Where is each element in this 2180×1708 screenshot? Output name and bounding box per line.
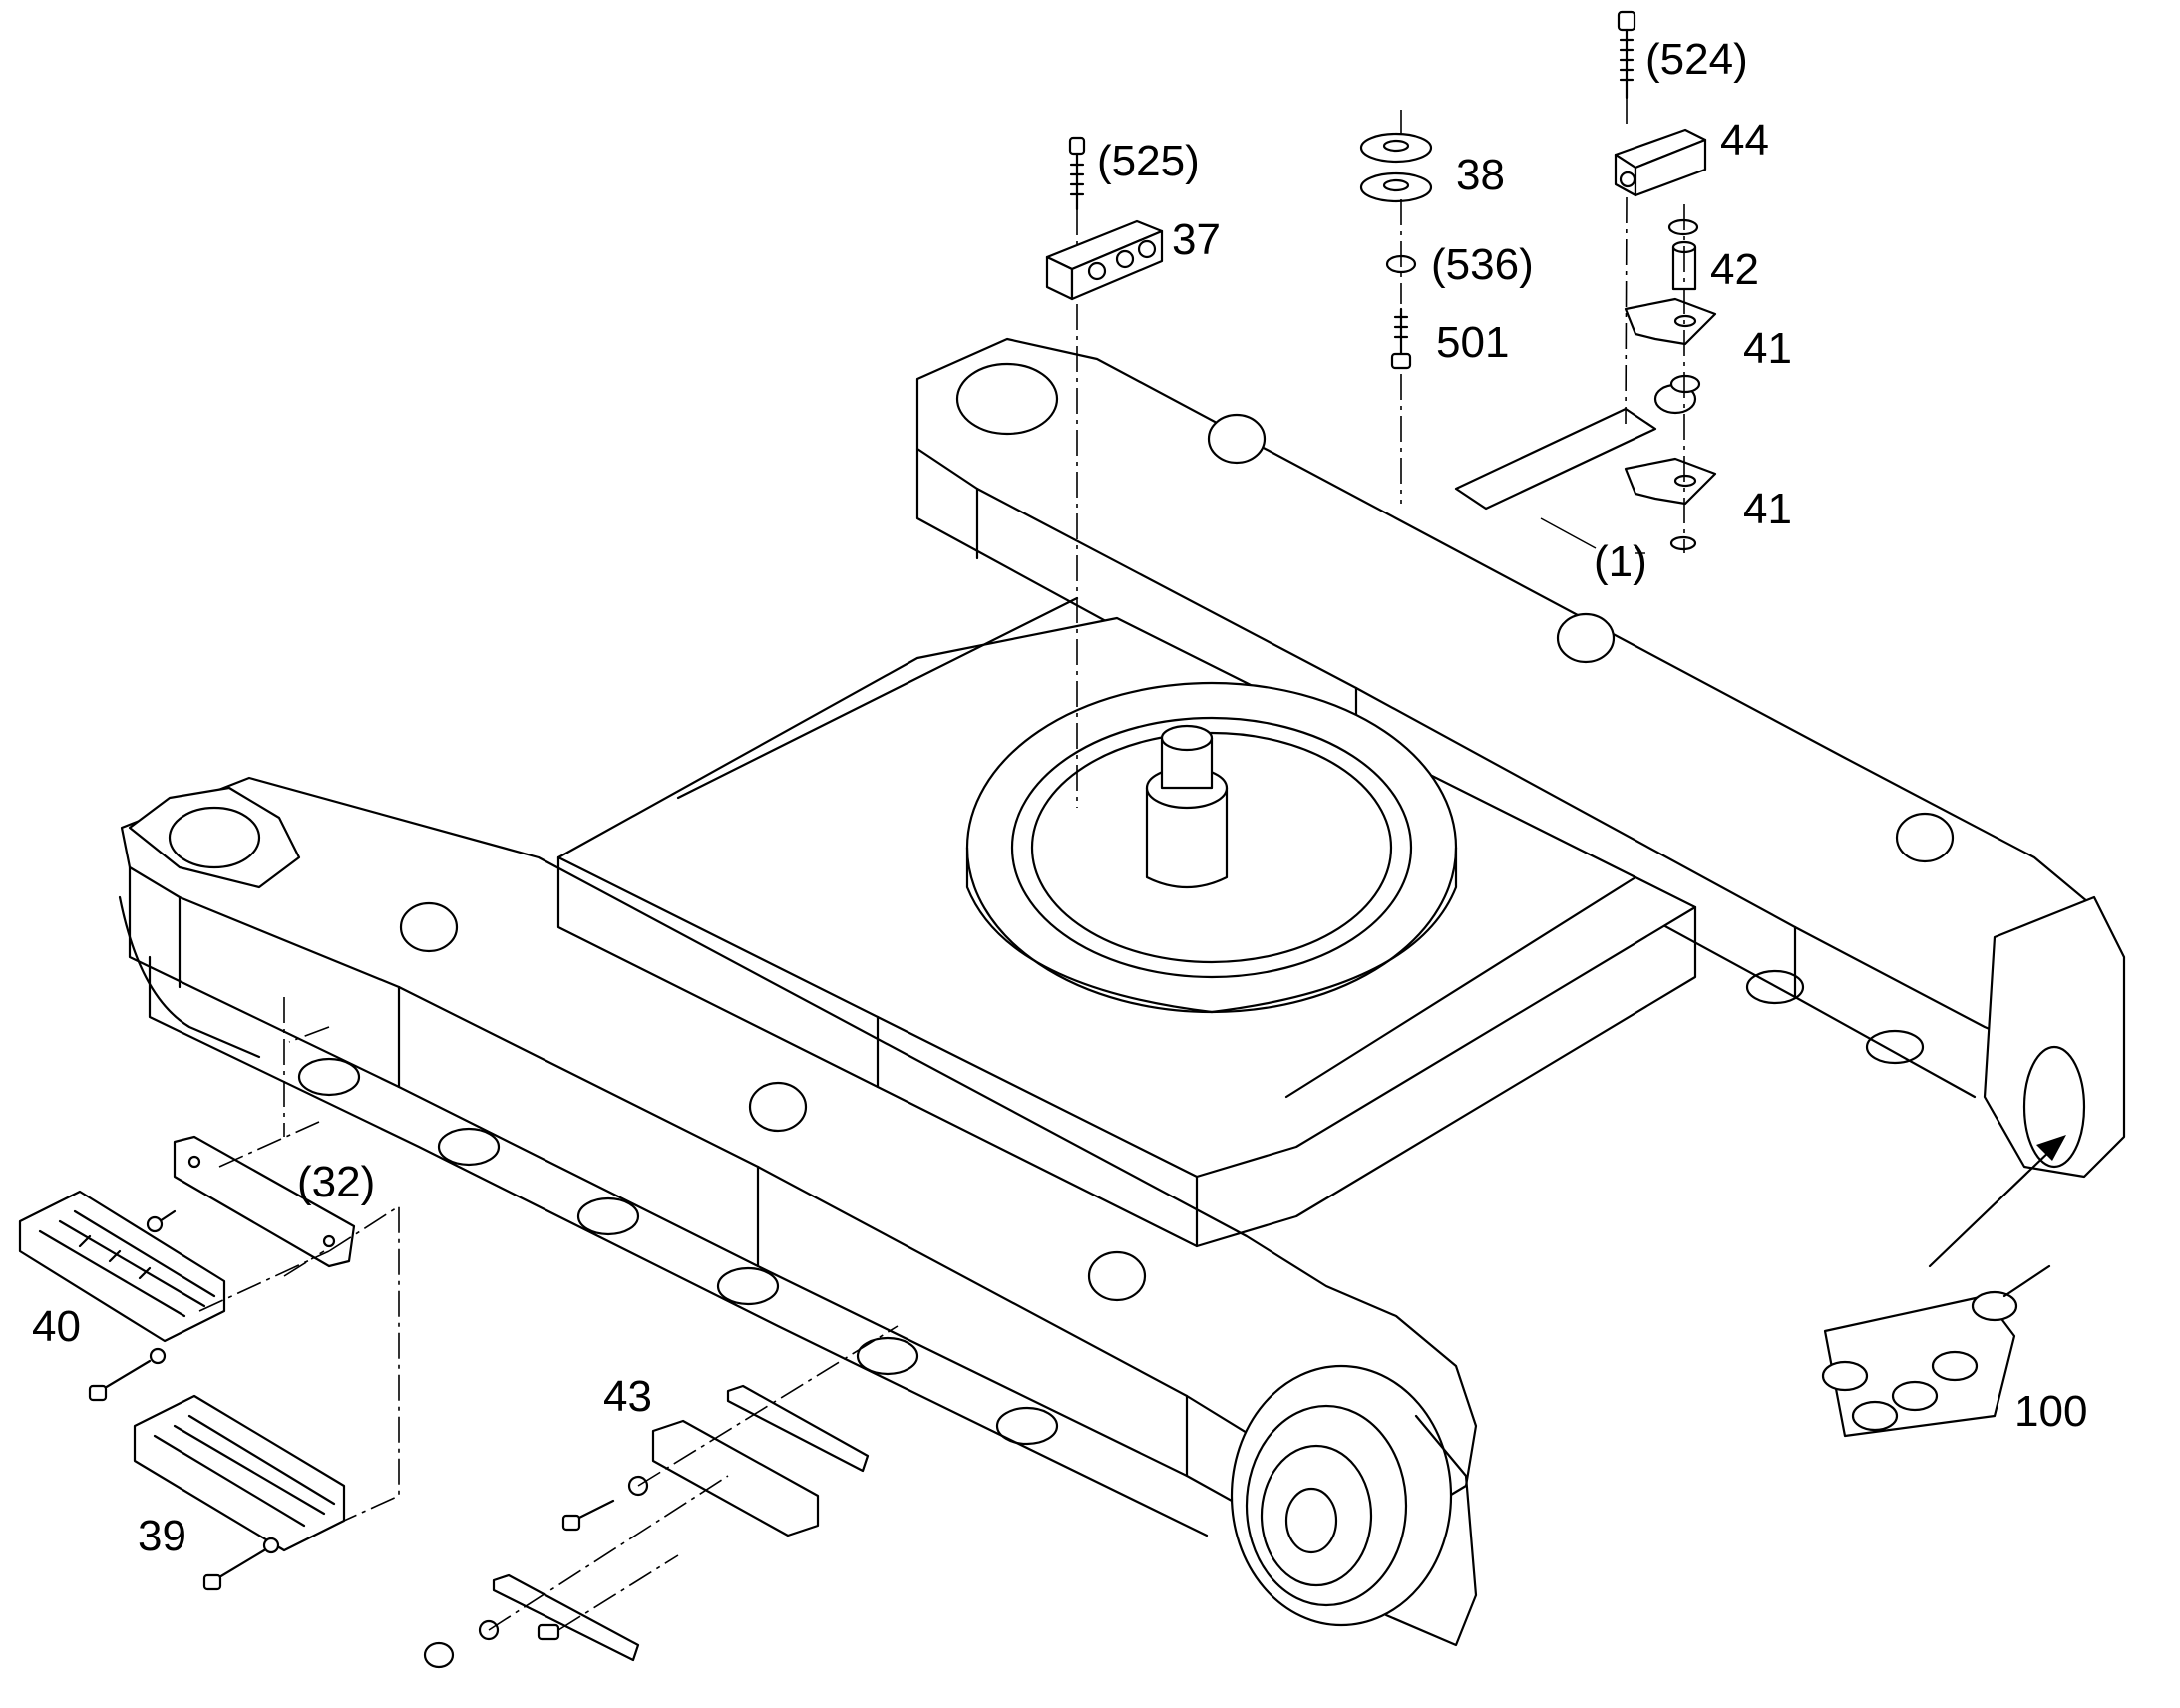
sprocket xyxy=(1230,1364,1478,1647)
label-41-lower: 41 xyxy=(1743,485,1792,533)
screws xyxy=(88,1209,649,1669)
bolt-501 xyxy=(1390,307,1412,370)
label-525: (525) xyxy=(1097,137,1200,185)
center-car-body xyxy=(556,596,1697,1248)
label-42: 42 xyxy=(1710,245,1759,294)
rotary-joint-100 xyxy=(1821,1264,2051,1438)
left-track-frame xyxy=(118,776,1478,1647)
bolt-524 xyxy=(1617,10,1636,100)
plate-41-upper xyxy=(1624,297,1717,346)
label-536: (536) xyxy=(1431,240,1534,289)
label-100: 100 xyxy=(2014,1387,2087,1436)
leader-lines xyxy=(1540,517,1645,554)
label-524: (524) xyxy=(1645,35,1748,84)
bolt-525 xyxy=(1068,136,1086,211)
washers-38 xyxy=(1359,132,1433,203)
sleeve-42 xyxy=(1667,218,1699,291)
label-32: (32) xyxy=(297,1158,375,1206)
label-39: 39 xyxy=(138,1512,186,1560)
washer-41 xyxy=(1669,374,1701,394)
plate-41-lower xyxy=(1624,457,1717,506)
swivel-joint xyxy=(1145,724,1229,889)
label-40: 40 xyxy=(32,1302,81,1351)
label-41-upper: 41 xyxy=(1743,324,1792,373)
label-501: 501 xyxy=(1436,318,1509,367)
block-44 xyxy=(1614,128,1707,197)
assembly-lines xyxy=(198,98,1685,1631)
label-44: 44 xyxy=(1720,116,1769,165)
callout-labels: (524) (525) 44 38 37 (536) 42 501 41 41 … xyxy=(32,35,2087,1560)
label-43: 43 xyxy=(603,1372,652,1421)
label-38: 38 xyxy=(1456,151,1505,199)
washer-41-bottom xyxy=(1669,535,1697,551)
guard-43 xyxy=(492,1384,870,1662)
label-37: 37 xyxy=(1172,215,1221,264)
right-track-frame xyxy=(915,337,2126,1179)
block-37 xyxy=(1045,219,1164,301)
plate-32 xyxy=(173,1135,356,1268)
label-1: (1) xyxy=(1594,537,1647,586)
step-40 xyxy=(18,1190,226,1343)
arrow-100 xyxy=(1928,1135,2066,1268)
